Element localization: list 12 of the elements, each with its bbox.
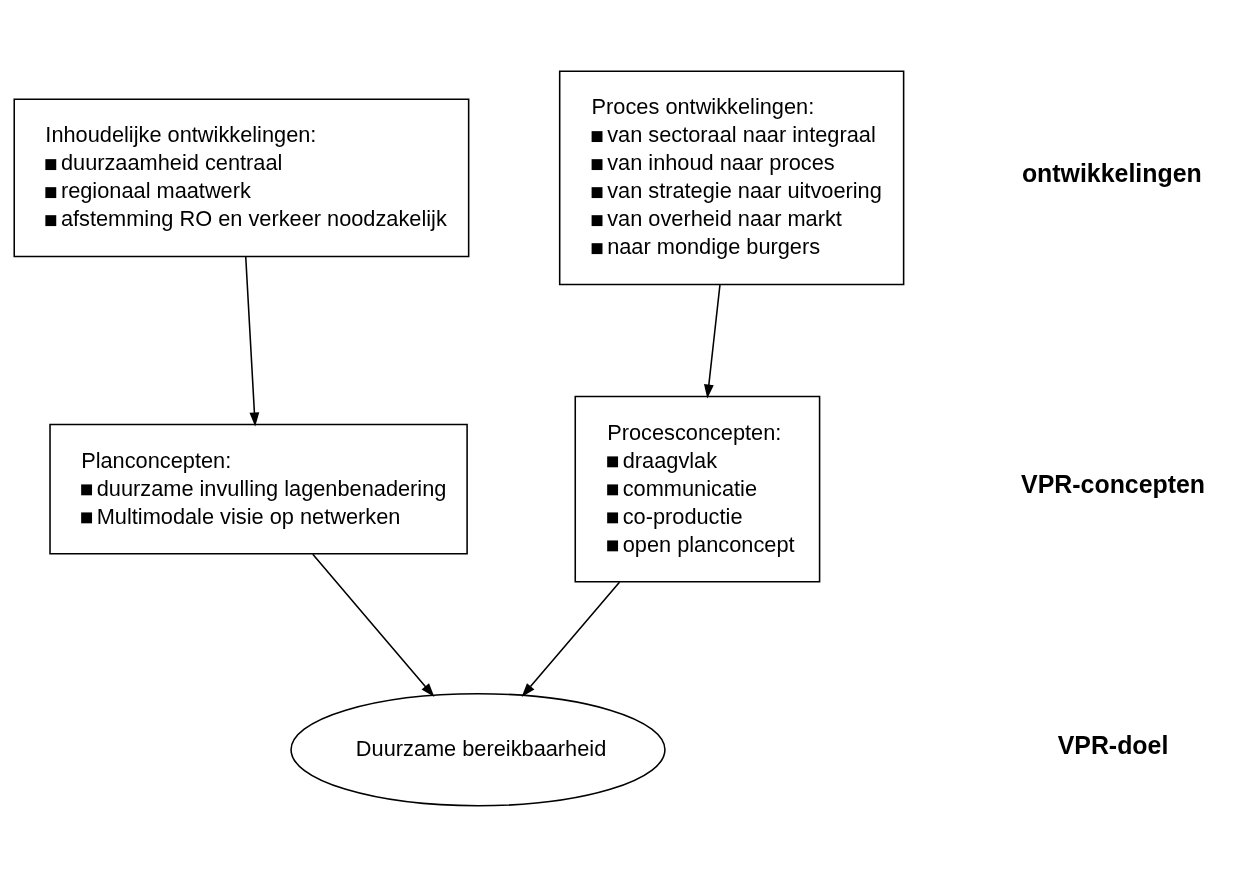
- arrow: [521, 580, 621, 697]
- arrow: [244, 255, 260, 426]
- label: VPR-doel: [1057, 730, 1169, 759]
- label: ontwikkelingen: [1021, 158, 1202, 187]
- node-box: Proces ontwikkelingen: van sectoraal naar integraal van inhoud naar proces van strategie naar uitvoering van overheid naar markt naar mondige burgers: [558, 69, 905, 285]
- node-box: Planconcepten: duurzame invulling lagenbenadering Multimodale visie op netwerken: [49, 423, 468, 554]
- arrow: [312, 553, 435, 697]
- node-box: Procesconcepten: draagvlak communicatie co-productie open planconcept: [574, 395, 821, 582]
- label: VPR-concepten: [1021, 469, 1206, 498]
- arrow: [704, 283, 721, 399]
- node-ellipse: Duurzame bereikbaarheid: [290, 692, 666, 807]
- node-box: Inhoudelijke ontwikkelingen: duurzaamheid centraal regionaal maatwerk afstemming RO en verkeer noodzakelijk: [13, 97, 470, 257]
